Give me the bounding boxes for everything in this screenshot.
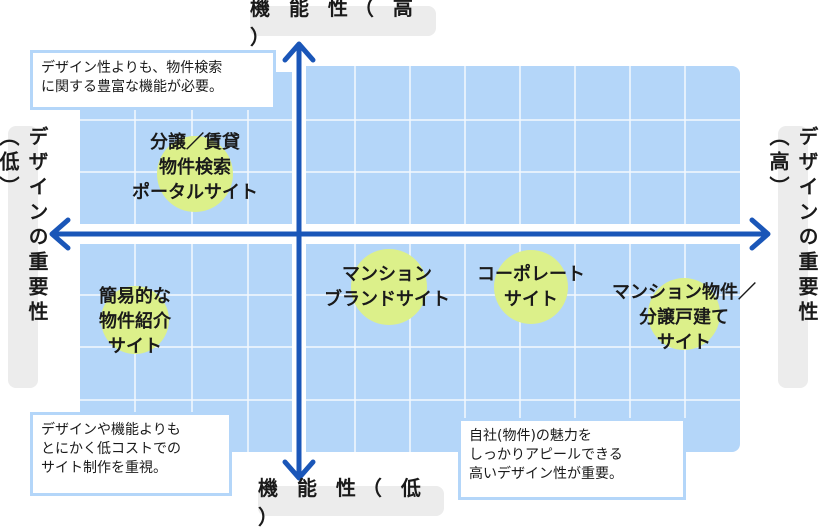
item-line: ブランドサイト — [324, 289, 450, 310]
note-top-left: デザイン性よりも、物件検索 に関する豊富な機能が必要。 — [30, 50, 276, 110]
item-corporate-site: コーポレート サイト — [456, 262, 606, 312]
axis-label-left: デザインの重要性（低） — [0, 126, 49, 388]
item-line: 物件紹介 — [99, 311, 171, 332]
axis-label-bottom: 機 能 性（ 低 ） — [258, 476, 444, 529]
item-line: 物件検索 — [159, 157, 231, 178]
item-line: 簡易的な — [99, 286, 171, 307]
item-line: マンション物件／ — [612, 282, 756, 303]
note-line: サイト制作を重視。 — [41, 460, 167, 476]
note-line: に関する豊富な機能が必要。 — [41, 79, 223, 95]
item-line: コーポレート — [477, 264, 585, 285]
item-line: ポータルサイト — [132, 182, 258, 203]
note-line: 自社(物件)の魅力を — [469, 428, 592, 444]
note-line: しっかりアピールできる — [469, 447, 623, 463]
note-line: 高いデザイン性が重要。 — [469, 466, 623, 482]
item-line: 分譲戸建て — [639, 307, 729, 328]
axis-label-top: 機 能 性（ 高 ） — [250, 0, 436, 49]
note-bottom-right: 自社(物件)の魅力を しっかりアピールできる 高いデザイン性が重要。 — [458, 418, 686, 500]
item-line: サイト — [108, 336, 162, 357]
note-line: デザイン性よりも、物件検索 — [41, 60, 223, 76]
note-line: デザインや機能よりも — [41, 422, 181, 438]
item-line: サイト — [657, 332, 711, 353]
item-mansion-brand-site: マンション ブランドサイト — [302, 262, 472, 312]
note-bottom-left: デザインや機能よりも とにかく低コストでの サイト制作を重視。 — [30, 412, 232, 496]
circle-simple — [101, 286, 169, 354]
item-portal-site: 分譲／賃貸 物件検索 ポータルサイト — [105, 130, 285, 205]
circle-portal — [157, 136, 233, 212]
item-mansion-house-site: マンション物件／ 分譲戸建て サイト — [596, 280, 772, 355]
circle-mansion-house — [648, 278, 720, 350]
item-simple-site: 簡易的な 物件紹介 サイト — [70, 284, 200, 359]
circle-corporate — [494, 250, 568, 324]
item-line: マンション — [342, 264, 432, 285]
note-line: とにかく低コストでの — [41, 441, 181, 457]
quadrant-top-right — [306, 66, 740, 224]
item-line: 分譲／賃貸 — [150, 132, 240, 153]
axis-label-right: デザインの重要性（高） — [766, 126, 819, 388]
item-line: サイト — [504, 289, 558, 310]
circle-mansion-brand — [351, 249, 427, 325]
